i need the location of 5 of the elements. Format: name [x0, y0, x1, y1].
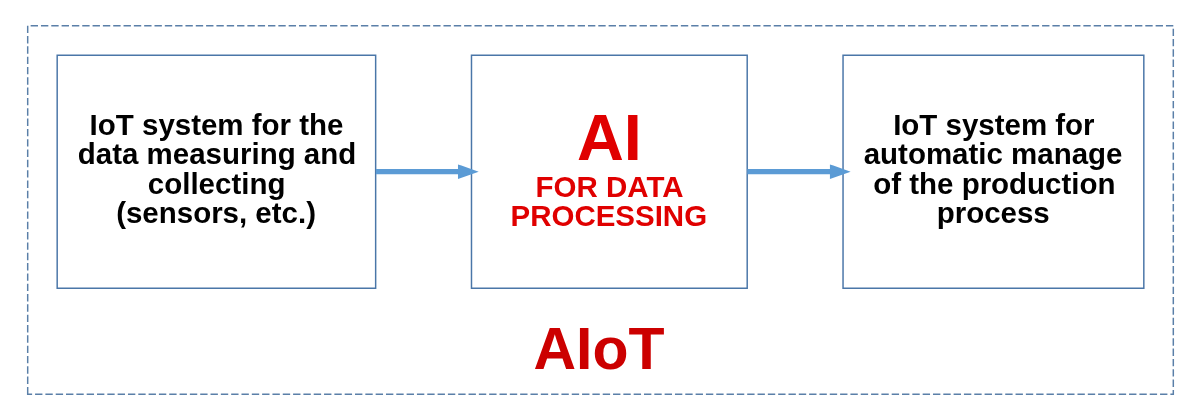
arrow — [747, 164, 851, 179]
node-box: IoT system for automatic manage of the production process — [842, 54, 1145, 289]
node-box: IoT system for the data measuring and collecting (sensors, etc.) — [56, 54, 377, 289]
node-box: AI FOR DATA PROCESSING — [470, 54, 748, 289]
arrow — [375, 164, 479, 179]
